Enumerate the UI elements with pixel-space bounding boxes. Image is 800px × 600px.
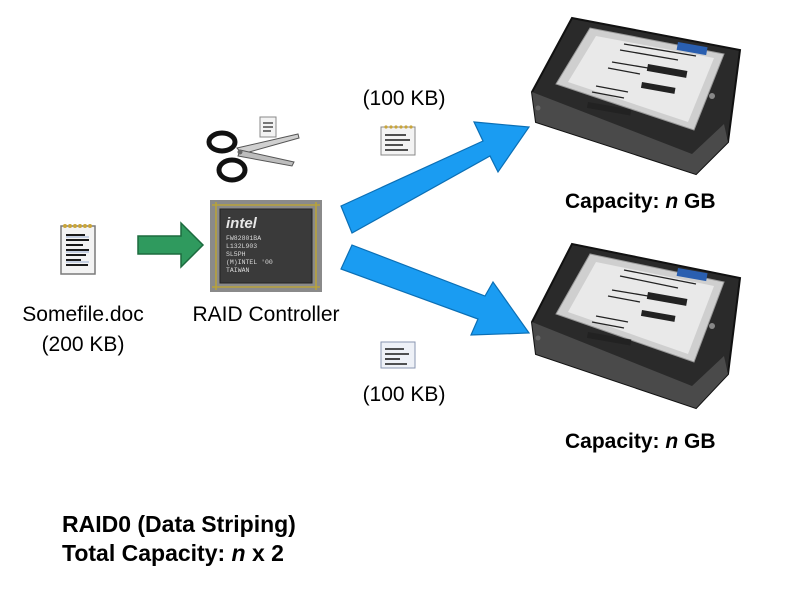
source-file-name: Somefile.doc [22, 303, 144, 326]
chip-line-2: L132L903 [226, 243, 257, 250]
stripe-arrow-top [340, 121, 531, 234]
disk-capacity-unit: GB [678, 430, 716, 453]
raid-level-title: RAID0 (Data Striping) [62, 511, 296, 537]
document-icon [380, 125, 416, 156]
chip-line-4: (M)INTEL '00 [226, 259, 273, 266]
disk-capacity-var: n [665, 430, 679, 453]
raid-summary: RAID0 (Data Striping) Total Capacity: n … [62, 510, 296, 568]
total-capacity-suffix: x 2 [245, 540, 284, 566]
disk-capacity-prefix: Capacity: [565, 190, 666, 213]
hard-drive-icon [530, 242, 742, 410]
disk-capacity-top: Capacity: n GB [565, 190, 716, 214]
input-arrow [137, 221, 205, 269]
disk-capacity-bottom: Capacity: n GB [565, 430, 716, 454]
hard-drive-icon [530, 16, 742, 176]
disk-capacity-prefix: Capacity: [565, 430, 666, 453]
chip-line-3: SL5PH [226, 251, 246, 258]
stripe-arrow-bottom [340, 244, 531, 336]
total-capacity: Total Capacity: n x 2 [62, 539, 296, 568]
chip-line-1: FW82801BA [226, 235, 261, 242]
scissors-icon [206, 116, 300, 183]
disk-capacity-unit: GB [678, 190, 716, 213]
controller-label: RAID Controller [192, 303, 340, 326]
total-capacity-var: n [231, 540, 246, 566]
source-file-size: (200 KB) [41, 333, 125, 356]
document-icon [380, 341, 416, 369]
stripe-size-top: (100 KB) [362, 87, 446, 110]
disk-capacity-var: n [665, 190, 679, 213]
chip-line-5: TAIWAN [226, 267, 250, 274]
stripe-size-bottom: (100 KB) [362, 383, 446, 406]
intel-chip-icon: intel FW82801BA L132L903 SL5PH (M)INTEL … [210, 200, 322, 292]
chip-brand: intel [226, 215, 258, 232]
total-capacity-prefix: Total Capacity: [62, 540, 232, 566]
document-icon [60, 224, 96, 275]
